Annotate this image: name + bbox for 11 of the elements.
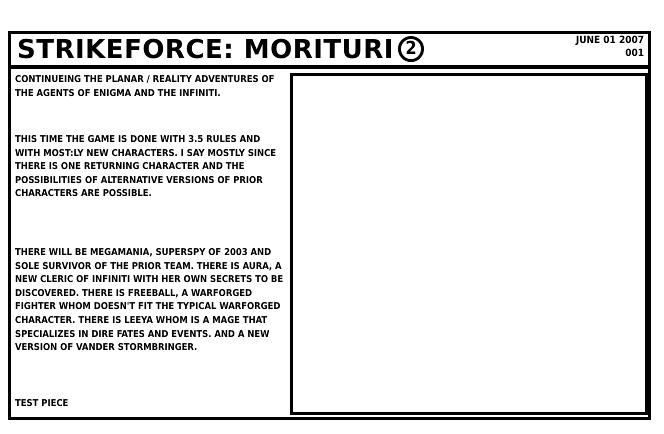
issue-number-circle: 2 [398,36,424,62]
content-panel [8,67,651,420]
empty-comic-panel [290,73,648,415]
body-paragraph: THERE WILL BE MEGAMANIA, SUPERSPY OF 2003 AND SOLE SURVIVOR OF THE PRIOR TEAM. THERE IS AURA, A NEW CLERIC OF INFINITI WITH HER OWN SECRETS TO BE DISCOVERED. THERE IS FREEBALL, A WARFORGED FIGHTER WHOM DOESN'T FIT THE TYPICAL WARFORGED CHARACTER. THERE IS LEEYA WHOM IS A MAGE THAT SPECIALIZES IN DIRE FATES AND EVENTS. AND A NEW VERSION OF VANDER STORMBRINGER. [15,246,284,355]
page-title: STRIKEFORCE: MORITURI [17,35,394,65]
body-paragraph: THIS TIME THE GAME IS DONE WITH 3.5 RULES AND WITH MOST:LY NEW CHARACTERS. I SAY MOSTLY SINCE THERE IS ONE RETURNING CHARACTER AND THE POSSIBILITIES OF ALTERNATIVE VERSIONS OF PRIOR CHARACTERS ARE POSSIBLE. [15,133,278,201]
body-paragraph: CONTINUEING THE PLANAR / REALITY ADVENTURES OF THE AGENTS OF ENIGMA AND THE INFINITI. [15,73,276,100]
date-text: JUNE 01 2007 [576,35,644,47]
header-bar [8,31,651,68]
note-text: TEST PIECE [15,397,70,411]
page-number: 001 [625,48,644,60]
